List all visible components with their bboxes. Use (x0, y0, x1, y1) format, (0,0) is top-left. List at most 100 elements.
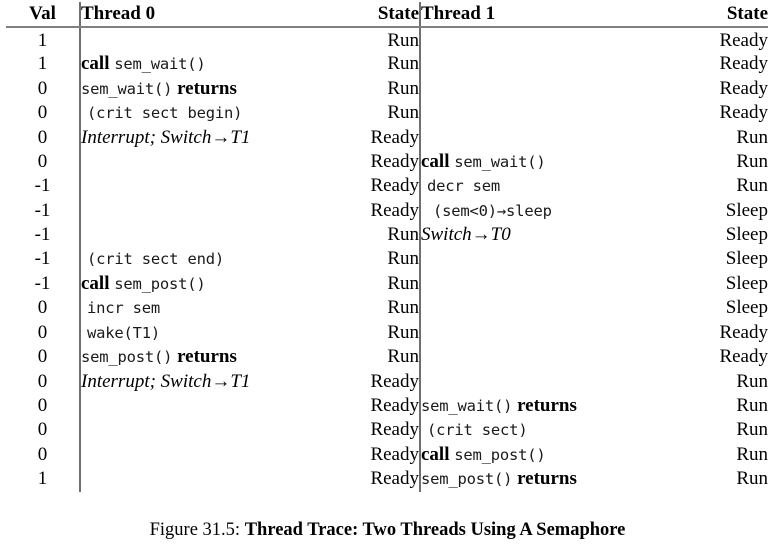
cell-thread1-state: Ready (719, 346, 768, 368)
cell-thread1-state: Ready (719, 77, 768, 99)
cell-semaphore-value: -1 (34, 199, 51, 221)
column-header-thread1: Thread 1 (419, 2, 666, 28)
cell-semaphore-value: 0 (37, 297, 48, 319)
cell-thread1-action (419, 125, 666, 150)
cell-thread1-action: call sem_post() (419, 442, 666, 468)
code-fragment: returns (172, 77, 237, 99)
cell-semaphore-value: -1 (34, 224, 51, 246)
cell-semaphore-value: 0 (37, 346, 48, 368)
code-fragment: (crit sect) (427, 421, 528, 440)
cell-semaphore-value: -1 (34, 272, 51, 294)
cell-thread0-state: Run (387, 272, 419, 294)
cell-thread0-action: Interrupt; Switch→T1 (79, 369, 326, 394)
code-fragment: sem_post() (81, 348, 173, 367)
code-fragment: sem_post() (421, 470, 513, 489)
cell-thread1-state: Run (736, 126, 768, 148)
cell-thread0-action (79, 198, 326, 224)
cell-thread1-action (419, 296, 666, 321)
code-fragment: incr sem (87, 299, 161, 318)
cell-thread1-state: Run (736, 443, 768, 465)
cell-thread0-state: Run (387, 224, 419, 246)
cell-thread0-state: Run (387, 102, 419, 124)
cell-thread0-state: Ready (370, 419, 419, 441)
cell-semaphore-value: 0 (37, 394, 48, 416)
code-fragment: sem_post() (114, 274, 206, 293)
cell-semaphore-value: 1 (37, 468, 48, 490)
cell-thread1-action (419, 76, 666, 102)
cell-semaphore-value: -1 (34, 247, 51, 269)
cell-thread0-state: Ready (370, 199, 419, 221)
cell-thread1-action (419, 271, 666, 297)
code-fragment: Interrupt; Switch→T1 (81, 370, 251, 392)
code-fragment: (crit sect end) (87, 249, 224, 268)
cell-thread0-state: Ready (370, 150, 419, 172)
cell-thread0-action: Interrupt; Switch→T1 (79, 125, 326, 150)
table-row: 0 Ready (crit sect) Run (6, 418, 768, 443)
caption-label: Figure 31.5: (149, 520, 241, 540)
cell-thread1-state: Run (736, 419, 768, 441)
cell-thread0-action: sem_wait() returns (79, 76, 326, 102)
cell-thread0-action: wake(T1) (79, 320, 326, 346)
cell-thread1-state: Sleep (725, 247, 768, 269)
cell-thread1-state: Sleep (725, 199, 768, 221)
cell-thread1-action (419, 246, 666, 272)
column-header-val: Val (6, 2, 80, 28)
code-fragment: decr sem (427, 177, 501, 196)
cell-thread1-action (419, 101, 666, 126)
cell-thread0-state: Ready (370, 468, 419, 490)
cell-semaphore-value: 0 (37, 150, 48, 172)
cell-thread0-action (79, 442, 326, 468)
code-fragment: returns (172, 346, 237, 368)
cell-thread0-action (79, 223, 326, 247)
cell-thread1-state: Run (736, 175, 768, 197)
cell-thread1-state: Ready (719, 321, 768, 343)
cell-thread1-action: Switch→T0 (419, 223, 666, 247)
cell-thread0-action (79, 26, 326, 53)
cell-thread1-state: Sleep (725, 224, 768, 246)
cell-thread1-state: Run (736, 468, 768, 490)
cell-thread1-state: Run (736, 394, 768, 416)
code-fragment: call (421, 443, 455, 465)
cell-thread0-action (79, 174, 326, 199)
cell-thread1-action (419, 320, 666, 346)
column-header-state1: State (666, 2, 768, 28)
code-fragment: call (81, 272, 115, 294)
code-fragment: returns (512, 394, 577, 416)
code-fragment: sem_wait() (421, 396, 513, 415)
cell-thread0-action: (crit sect end) (79, 246, 326, 272)
cell-semaphore-value: 1 (37, 29, 48, 51)
cell-semaphore-value: 0 (37, 419, 48, 441)
cell-thread0-state: Ready (370, 443, 419, 465)
cell-thread0-action: sem_post() returns (79, 345, 326, 370)
column-header-thread0: Thread 0 (79, 2, 326, 28)
header-row: Val Thread 0 State Thread 1 State (6, 2, 768, 28)
cell-thread1-state: Run (736, 150, 768, 172)
cell-thread1-state: Sleep (725, 297, 768, 319)
cell-semaphore-value: 0 (37, 77, 48, 99)
cell-thread1-action: sem_post() returns (419, 467, 666, 492)
cell-thread0-state: Run (387, 29, 419, 51)
cell-thread0-state: Run (387, 346, 419, 368)
caption-title: Thread Trace: Two Threads Using A Semaph… (244, 520, 626, 540)
code-fragment: call (81, 53, 115, 75)
cell-thread1-action (419, 345, 666, 370)
cell-semaphore-value: 1 (37, 53, 48, 75)
cell-thread1-action: decr sem (419, 174, 666, 199)
cell-thread0-state: Ready (370, 370, 419, 392)
cell-thread0-state: Ready (370, 394, 419, 416)
cell-thread0-action: call sem_wait() (79, 52, 326, 77)
cell-thread0-action (79, 418, 326, 443)
